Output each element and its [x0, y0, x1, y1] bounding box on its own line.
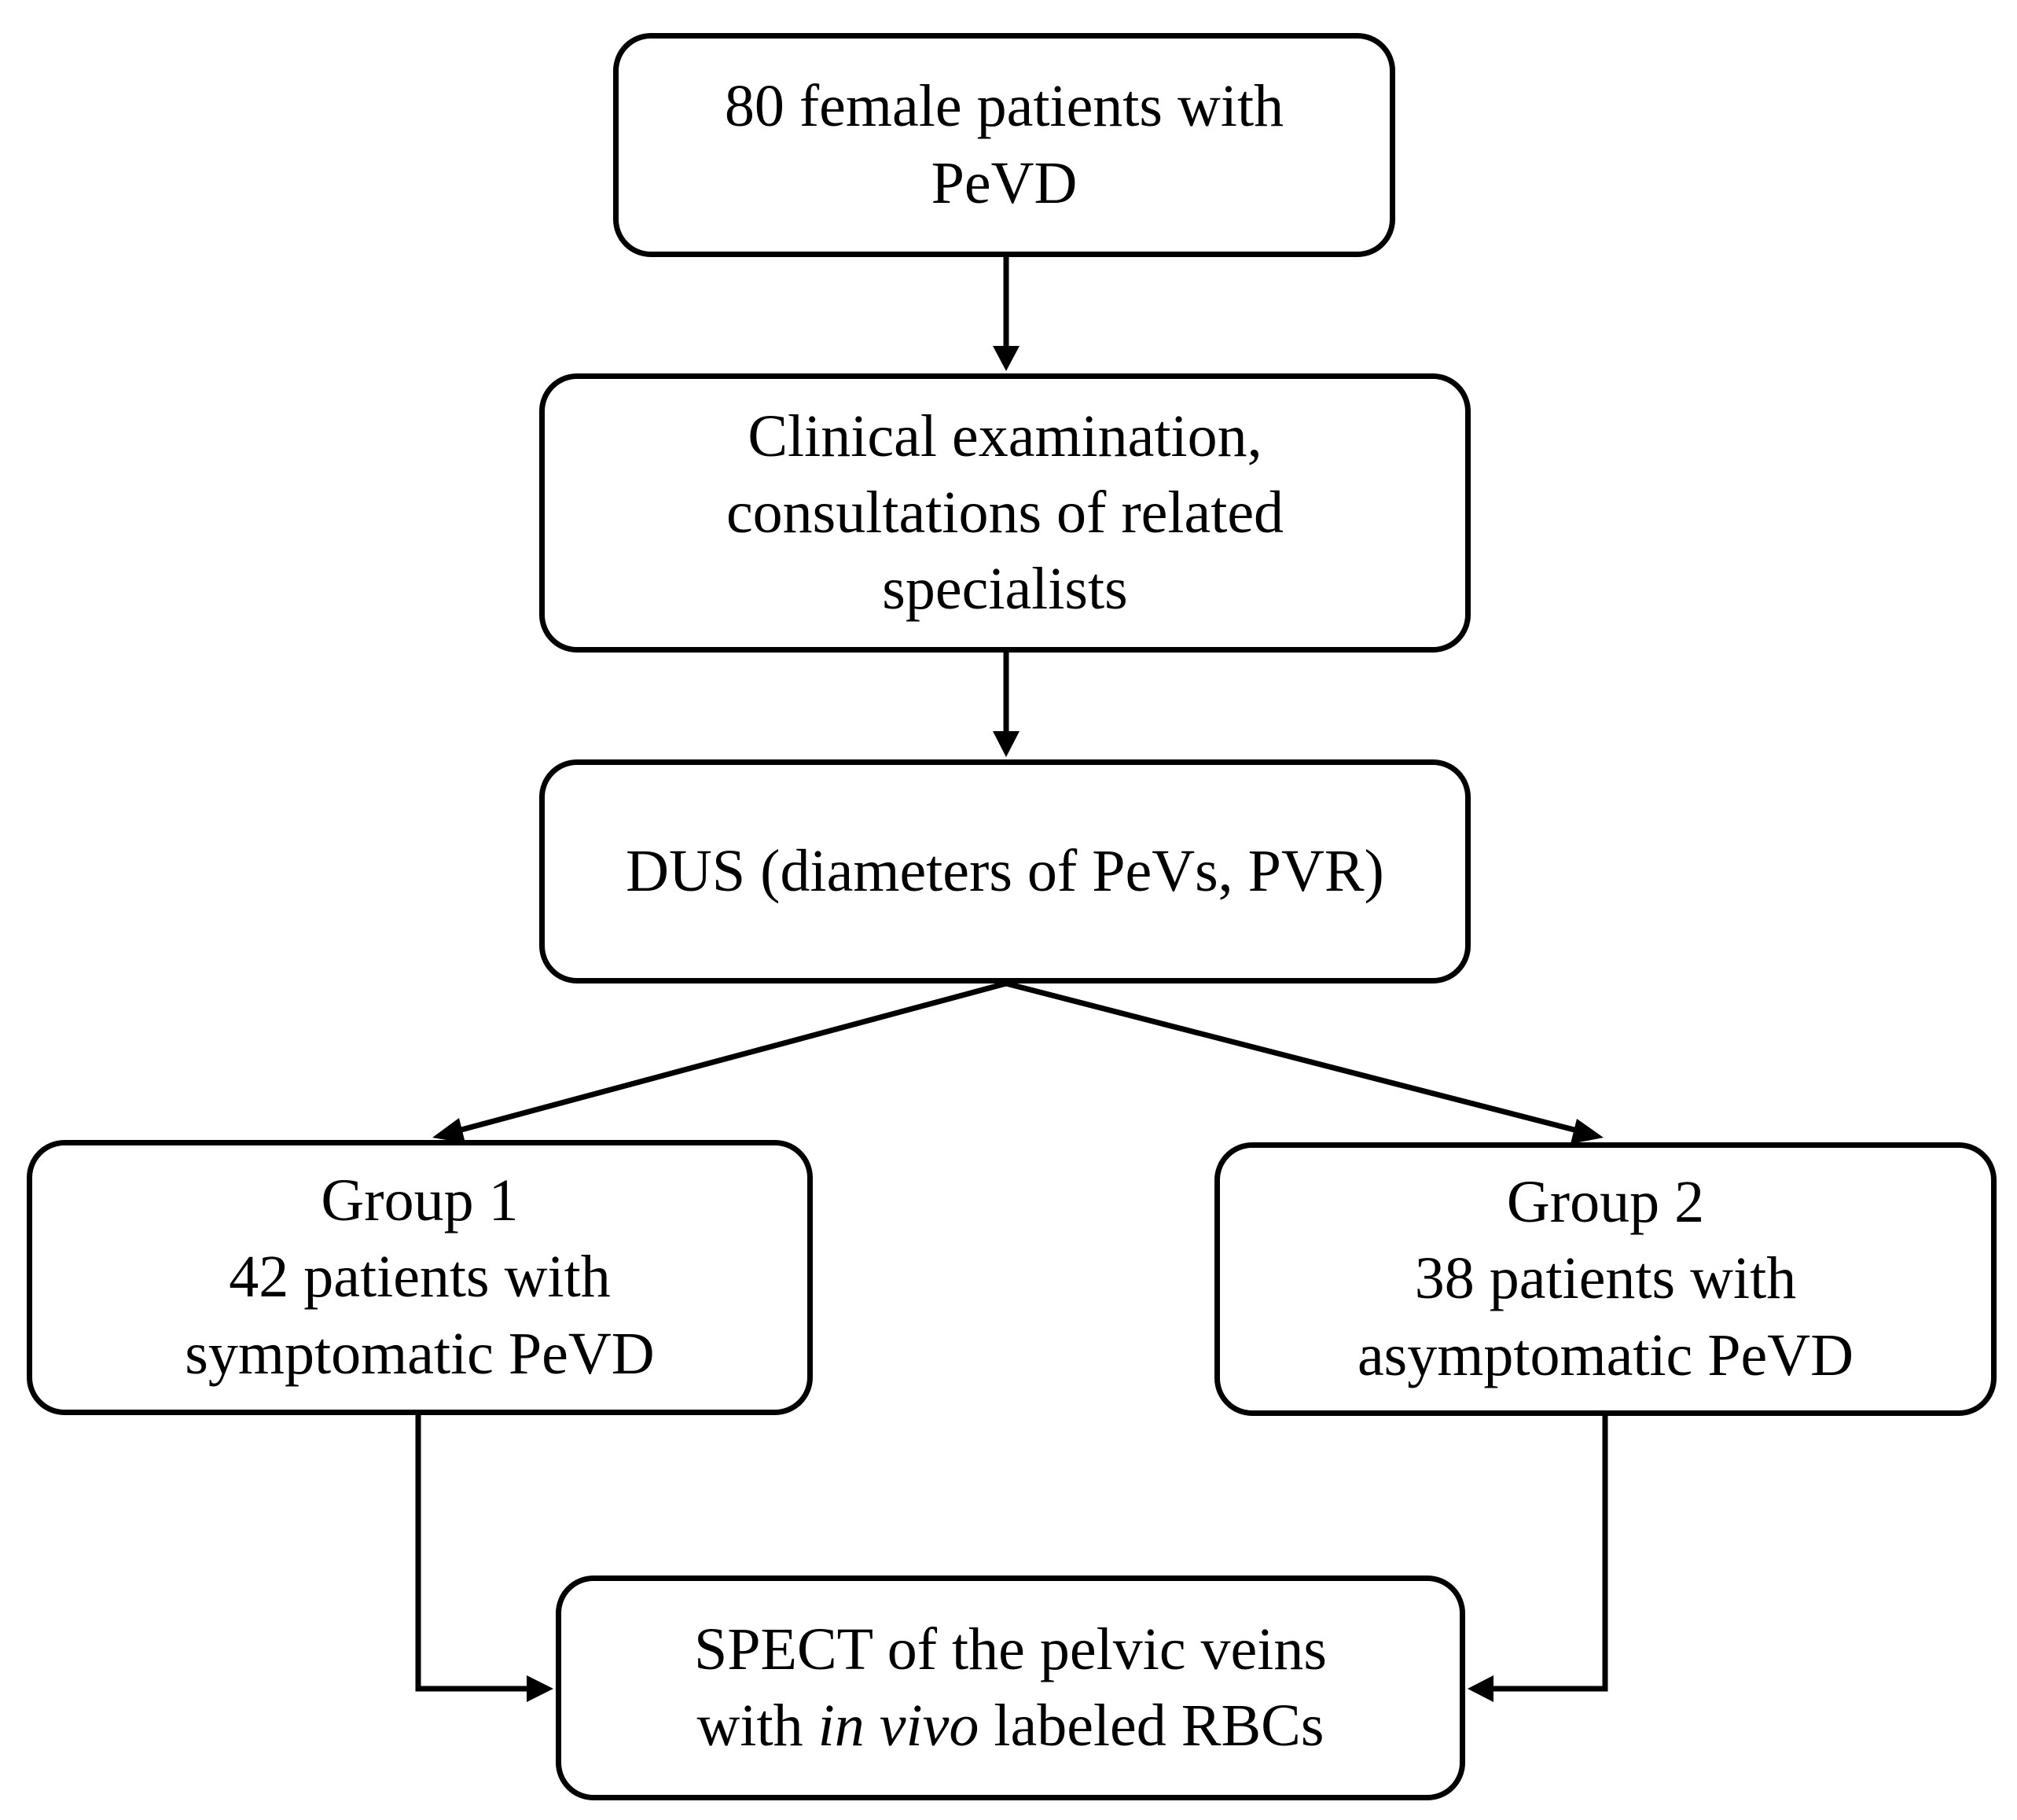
- box-clinical-examination: Clinical examination, consultations of r…: [539, 373, 1471, 653]
- box-text-line: DUS (diameters of PeVs, PVR): [626, 837, 1384, 904]
- arrowhead-dus-to-group2: [1571, 1119, 1604, 1144]
- box-text-line: consultations of related: [726, 479, 1284, 546]
- box-80-female-patients: 80 female patients with PeVD: [613, 33, 1395, 257]
- box-text-line: Group 1: [321, 1167, 519, 1234]
- box-group-1: Group 1 42 patients with symptomatic PeV…: [27, 1140, 813, 1415]
- box-text-line: PeVD: [931, 149, 1078, 216]
- box-text-line: SPECT of the pelvic veins: [694, 1616, 1327, 1682]
- arrow-group1-to-spect: [415, 1415, 535, 1692]
- box-text-line: 80 female patients with: [724, 73, 1284, 140]
- arrowhead-group1-to-spect: [527, 1675, 553, 1702]
- arrowhead-group2-to-spect: [1468, 1675, 1493, 1702]
- arrowhead-clinical-to-dus: [993, 731, 1020, 757]
- arrow-dus-to-group1: [449, 980, 1007, 1136]
- arrowhead-start-to-clinical: [993, 346, 1020, 371]
- box-spect: SPECT of the pelvic veins with in vivo l…: [556, 1575, 1465, 1800]
- box-dus: DUS (diameters of PeVs, PVR): [539, 759, 1471, 984]
- box-text-line: Clinical examination,: [748, 403, 1262, 469]
- box-text-line: asymptomatic PeVD: [1357, 1322, 1854, 1388]
- box-text-line: Group 2: [1506, 1169, 1705, 1236]
- box-text-line: specialists: [882, 556, 1128, 623]
- box-text-segment: with: [696, 1693, 818, 1759]
- arrowhead-dus-to-group1: [432, 1118, 465, 1143]
- arrow-group2-to-spect: [1486, 1416, 1608, 1692]
- box-text-segment: labeled RBCs: [979, 1693, 1324, 1759]
- arrow-dus-to-group2: [1005, 980, 1587, 1136]
- box-text-line: symptomatic PeVD: [185, 1320, 655, 1387]
- box-text-line-mixed: with in vivo labeled RBCs: [694, 1688, 1327, 1764]
- box-text-italic-segment: in vivo: [817, 1693, 979, 1759]
- box-group-2: Group 2 38 patients with asymptomatic Pe…: [1214, 1142, 1997, 1416]
- box-text-line: 42 patients with: [229, 1244, 611, 1311]
- box-text-line: 38 patients with: [1414, 1245, 1797, 1312]
